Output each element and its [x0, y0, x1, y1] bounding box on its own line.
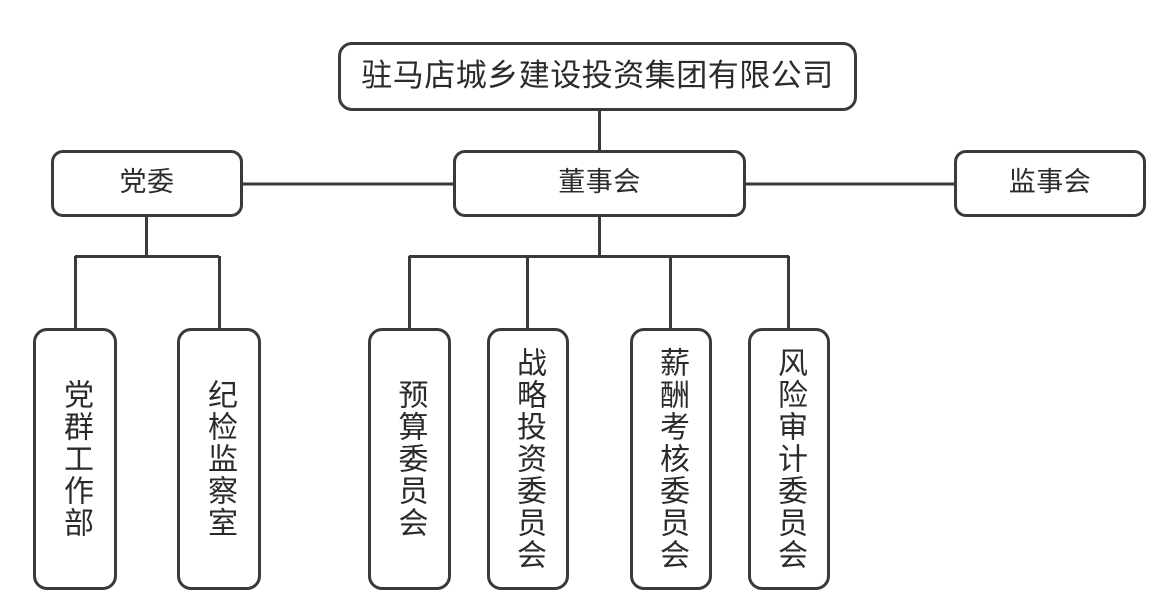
node-root-company[interactable]: 驻马店城乡建设投资集团有限公司	[338, 42, 857, 111]
node-board-of-directors-label: 董事会	[558, 167, 641, 199]
node-party-committee-label: 党委	[119, 167, 175, 199]
node-budget-committee-label: 预算委员会	[392, 379, 428, 539]
node-strategy-investment-committee[interactable]: 战略投资委员会	[487, 328, 569, 590]
node-party-mass-work-dept[interactable]: 党群工作部	[33, 328, 117, 590]
node-party-mass-work-dept-label: 党群工作部	[58, 379, 93, 539]
node-party-committee[interactable]: 党委	[51, 150, 243, 217]
node-board-of-supervisors-label: 监事会	[1008, 167, 1092, 199]
node-discipline-inspection-office-label: 纪检监察室	[202, 379, 237, 539]
node-compensation-appraisal-committee[interactable]: 薪酬考核委员会	[630, 328, 712, 590]
node-discipline-inspection-office[interactable]: 纪检监察室	[177, 328, 261, 590]
node-strategy-investment-committee-label: 战略投资委员会	[511, 347, 546, 571]
node-risk-audit-committee-label: 风险审计委员会	[772, 347, 807, 571]
node-compensation-appraisal-committee-label: 薪酬考核委员会	[654, 347, 689, 571]
node-board-of-supervisors[interactable]: 监事会	[954, 150, 1146, 217]
node-risk-audit-committee[interactable]: 风险审计委员会	[748, 328, 830, 590]
node-board-of-directors[interactable]: 董事会	[453, 150, 746, 217]
node-root-company-label: 驻马店城乡建设投资集团有限公司	[361, 58, 834, 95]
node-budget-committee[interactable]: 预算委员会	[368, 328, 451, 590]
